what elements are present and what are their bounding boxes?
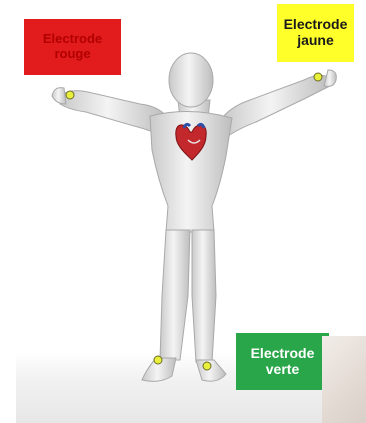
left-arm [222,75,330,136]
left-foot [196,360,226,381]
label-electrode-green: Electrode verte [236,333,329,390]
electrode-left-leg [203,362,211,370]
left-leg [192,230,216,362]
label-electrode-yellow: Electrode jaune [277,4,354,62]
electrode-right-leg [154,356,162,364]
electrode-left-arm [314,73,322,81]
torso [150,111,232,232]
label-electrode-red: Electrode rouge [24,19,121,75]
electrode-right-arm [66,91,74,99]
presenter-thumbnail [322,336,366,423]
left-hand [324,70,336,86]
right-hand [52,88,66,104]
head [169,53,213,107]
right-leg [160,230,190,360]
right-arm [60,91,166,136]
